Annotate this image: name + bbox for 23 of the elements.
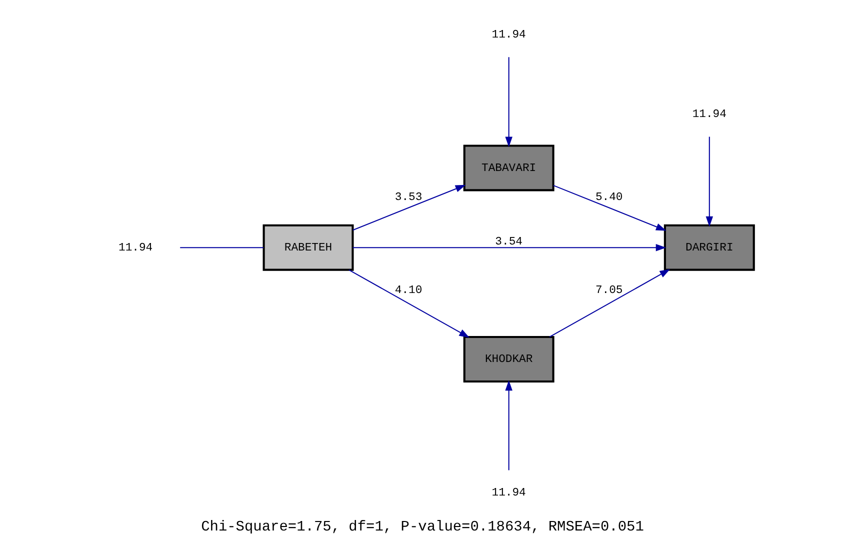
edge-label: 4.10 (394, 284, 422, 297)
arrow (553, 184, 666, 231)
arrow (352, 184, 466, 231)
node-box: KHODKAR (463, 336, 554, 383)
arrow (352, 244, 666, 252)
arrow (505, 380, 512, 470)
edge-label: 3.53 (394, 192, 422, 204)
node-box: TABAVARI (463, 144, 554, 192)
node-box: RABETEH (262, 224, 354, 271)
node-box: DARGIRI (664, 224, 755, 271)
arrow (505, 57, 512, 148)
node-text: 11.94 (692, 109, 726, 122)
node-text: 11.94 (118, 242, 153, 254)
arrow (348, 269, 470, 338)
node-text: 11.94 (492, 29, 526, 42)
arrow (706, 136, 714, 227)
edge-label: 7.05 (595, 284, 623, 297)
node-text: 11.94 (492, 488, 526, 500)
edge-label: 3.54 (495, 236, 522, 248)
arrow (549, 269, 670, 338)
connector (180, 247, 264, 248)
caption: Chi-Square=1.75, df=1, P-value=0.18634, RMSEA=0.051 (201, 520, 644, 536)
edge-label: 5.40 (595, 192, 623, 204)
